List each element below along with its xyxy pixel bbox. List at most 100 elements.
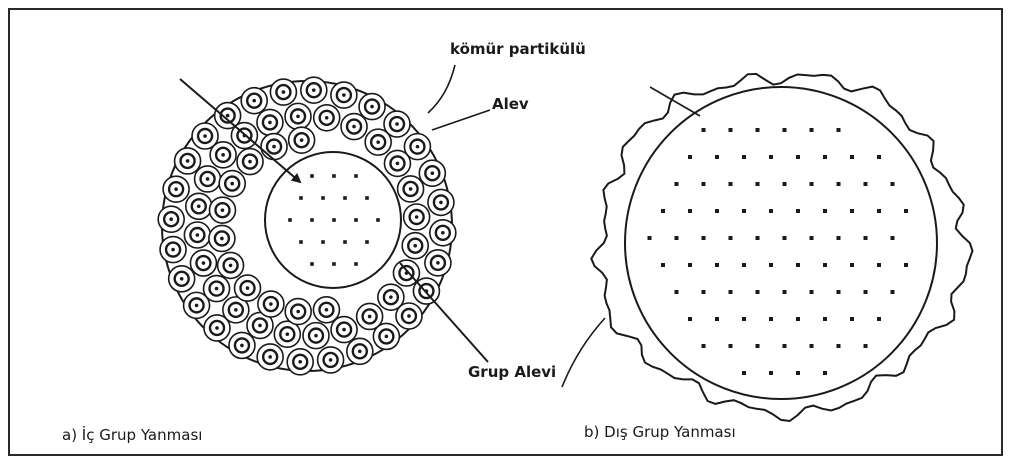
core-dot xyxy=(299,196,303,200)
cloud-dot xyxy=(823,209,827,213)
cloud-dot xyxy=(742,371,746,375)
figure-frame xyxy=(9,9,1002,455)
leader-particle xyxy=(428,65,455,113)
cloud-dot xyxy=(783,128,787,132)
cloud-dot xyxy=(729,290,733,294)
cloud-dot xyxy=(742,209,746,213)
burning-particle xyxy=(229,332,255,358)
cloud-dot xyxy=(810,236,814,240)
cloud-dot xyxy=(877,263,881,267)
core-dot xyxy=(299,240,303,244)
burning-particle xyxy=(313,297,339,323)
core-dot xyxy=(321,240,325,244)
core-dot xyxy=(310,262,314,266)
burning-particle xyxy=(210,142,236,168)
burning-particle xyxy=(209,225,235,251)
burning-particle xyxy=(190,250,216,276)
burning-particle xyxy=(404,204,430,230)
cloud-dot xyxy=(783,182,787,186)
burning-particle xyxy=(195,166,221,192)
cloud-dot xyxy=(891,182,895,186)
cloud-dot xyxy=(796,317,800,321)
cloud-dot xyxy=(796,371,800,375)
cloud-dot xyxy=(729,182,733,186)
core-dot xyxy=(310,174,314,178)
cloud-dot xyxy=(783,236,787,240)
cloud-particle-dots xyxy=(648,128,909,375)
cloud-dot xyxy=(756,128,760,132)
burning-particle xyxy=(169,266,195,292)
burning-particle xyxy=(285,299,311,325)
cloud-dot xyxy=(769,317,773,321)
burning-particle xyxy=(209,197,235,223)
cloud-dot xyxy=(688,209,692,213)
cloud-dot xyxy=(850,317,854,321)
leader-group-flame-b xyxy=(562,318,605,387)
core-dot xyxy=(288,218,292,222)
cloud-dot xyxy=(742,317,746,321)
burning-particle xyxy=(303,323,329,349)
cloud-dot xyxy=(864,290,868,294)
cloud-dot xyxy=(877,317,881,321)
cloud-dot xyxy=(729,344,733,348)
core-dot xyxy=(354,262,358,266)
core-dot xyxy=(354,174,358,178)
burning-particle xyxy=(289,127,315,153)
cloud-dot xyxy=(675,290,679,294)
burning-particle xyxy=(204,276,230,302)
burning-particle xyxy=(341,114,367,140)
cloud-dot xyxy=(756,344,760,348)
cloud-dot xyxy=(864,182,868,186)
burning-particle xyxy=(235,275,261,301)
burning-particle xyxy=(430,220,456,246)
burning-particle xyxy=(175,148,201,174)
cloud-dot xyxy=(783,344,787,348)
cloud-dot xyxy=(810,344,814,348)
burning-particle xyxy=(419,160,445,186)
burning-particle xyxy=(314,105,340,131)
burning-particle xyxy=(163,176,189,202)
cloud-dot xyxy=(729,128,733,132)
label-group-flame: Grup Alevi xyxy=(468,363,556,381)
burning-particle xyxy=(402,233,428,259)
burning-particle xyxy=(428,189,454,215)
core-dot xyxy=(332,174,336,178)
cloud-dot xyxy=(904,263,908,267)
burning-particle xyxy=(425,250,451,276)
cloud-dot xyxy=(715,155,719,159)
burning-particle xyxy=(287,349,313,375)
cloud-dot xyxy=(837,182,841,186)
cloud-dot xyxy=(891,290,895,294)
cloud-dot xyxy=(675,236,679,240)
cloud-dot xyxy=(877,155,881,159)
cloud-dot xyxy=(729,236,733,240)
cloud-dot xyxy=(702,290,706,294)
burning-particle xyxy=(218,252,244,278)
cloud-dot xyxy=(864,344,868,348)
caption-internal: a) İç Grup Yanması xyxy=(62,425,202,444)
burning-particle xyxy=(331,82,357,108)
core-dot xyxy=(332,262,336,266)
cloud-dot xyxy=(850,155,854,159)
cloud-dot xyxy=(837,290,841,294)
label-flame: Alev xyxy=(492,95,529,113)
cloud-dot xyxy=(756,182,760,186)
cloud-dot xyxy=(877,209,881,213)
cloud-dot xyxy=(864,236,868,240)
cloud-dot xyxy=(702,128,706,132)
cloud-dot xyxy=(675,182,679,186)
burning-particle xyxy=(384,150,410,176)
core-dot xyxy=(321,196,325,200)
burning-particle xyxy=(270,79,296,105)
cloud-dot xyxy=(756,236,760,240)
cloud-dot xyxy=(661,263,665,267)
burning-particle xyxy=(261,134,287,160)
cloud-dot xyxy=(823,317,827,321)
core-dot xyxy=(376,218,380,222)
burning-particle xyxy=(241,88,267,114)
cloud-dot xyxy=(904,209,908,213)
external-group-combustion-diagram xyxy=(562,74,973,421)
cloud-dot xyxy=(783,290,787,294)
